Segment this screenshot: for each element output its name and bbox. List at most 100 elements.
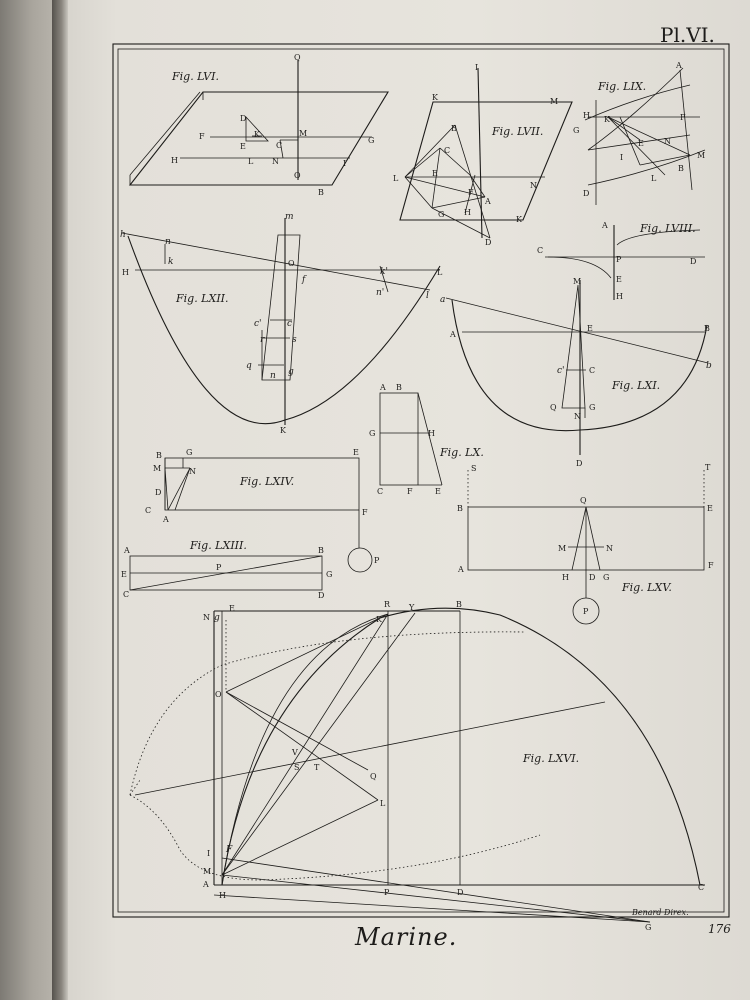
svg-text:D: D	[583, 189, 589, 198]
svg-text:I: I	[343, 159, 346, 168]
svg-text:K: K	[280, 426, 287, 435]
svg-text:H: H	[219, 891, 226, 900]
fig65-caption: Fig. LXV.	[621, 581, 672, 594]
svg-text:E: E	[240, 142, 246, 151]
fig59-caption: Fig. LIX.	[597, 80, 646, 93]
svg-text:G: G	[438, 210, 444, 219]
svg-text:G: G	[369, 429, 375, 438]
svg-text:A: A	[379, 383, 386, 392]
svg-text:I: I	[620, 153, 623, 162]
svg-text:K: K	[432, 93, 439, 102]
svg-text:A: A	[484, 197, 491, 206]
svg-text:Q: Q	[550, 403, 557, 412]
svg-text:E: E	[121, 570, 127, 579]
svg-text:s: s	[292, 335, 297, 345]
svg-text:A: A	[601, 221, 608, 230]
svg-text:F: F	[199, 132, 205, 141]
svg-text:I: I	[207, 849, 210, 858]
svg-text:K: K	[254, 130, 261, 139]
fig64-weight-circle	[347, 547, 373, 573]
svg-text:D: D	[240, 114, 246, 123]
svg-text:L: L	[248, 157, 254, 166]
svg-text:H: H	[464, 208, 471, 217]
svg-text:c: c	[287, 319, 292, 329]
svg-text:K: K	[516, 215, 523, 224]
svg-text:b: b	[706, 361, 712, 371]
svg-text:B: B	[456, 600, 462, 609]
svg-text:H: H	[171, 156, 178, 165]
svg-text:S: S	[471, 464, 476, 473]
svg-text:E: E	[616, 275, 622, 284]
svg-text:H: H	[122, 268, 129, 277]
svg-text:E: E	[587, 324, 593, 333]
svg-text:D: D	[589, 573, 595, 582]
plate-title: Marine.	[354, 923, 457, 951]
svg-text:N: N	[189, 467, 196, 476]
svg-text:L: L	[651, 174, 657, 183]
svg-text:P: P	[616, 255, 622, 264]
svg-text:P: P	[374, 556, 380, 565]
fig56-parallelogram	[128, 91, 389, 186]
fig60-caption: Fig. LX.	[439, 446, 484, 459]
svg-text:N: N	[664, 137, 671, 146]
svg-text:A: A	[675, 61, 682, 70]
svg-text:n': n'	[376, 288, 384, 298]
svg-text:K: K	[376, 615, 383, 624]
svg-text:F: F	[468, 188, 474, 197]
outer-border	[112, 43, 730, 918]
engraver-credit: Benard Direx.	[631, 908, 689, 917]
svg-text:G: G	[573, 126, 579, 135]
svg-text:I: I	[475, 63, 478, 72]
svg-text:B: B	[678, 164, 684, 173]
svg-text:E: E	[229, 604, 235, 613]
svg-text:D: D	[690, 257, 696, 266]
svg-text:V: V	[291, 748, 298, 757]
svg-text:T: T	[314, 763, 320, 772]
svg-text:H: H	[583, 111, 590, 120]
svg-text:g: g	[288, 367, 294, 377]
svg-text:G: G	[368, 136, 374, 145]
svg-text:c': c'	[254, 319, 262, 329]
svg-text:P: P	[216, 563, 222, 572]
svg-text:D: D	[155, 488, 161, 497]
plate-number: Pl.VI.	[660, 23, 715, 47]
svg-text:f: f	[301, 275, 307, 285]
svg-text:C: C	[537, 246, 543, 255]
svg-text:F: F	[362, 508, 368, 517]
svg-text:g: g	[214, 613, 220, 623]
fig63-caption: Fig. LXIII.	[189, 539, 247, 552]
svg-text:k': k'	[380, 267, 388, 277]
svg-text:O: O	[215, 690, 222, 699]
svg-text:k: k	[168, 257, 173, 267]
svg-text:M: M	[153, 464, 161, 473]
svg-text:P: P	[583, 607, 589, 616]
svg-text:B: B	[704, 324, 710, 333]
svg-text:F: F	[708, 561, 714, 570]
inner-border	[117, 48, 725, 913]
svg-text:R: R	[384, 600, 391, 609]
svg-text:M: M	[299, 129, 307, 138]
svg-text:a: a	[440, 295, 445, 305]
svg-text:B: B	[156, 451, 162, 460]
svg-text:D: D	[457, 888, 463, 897]
svg-text:S: S	[294, 763, 299, 772]
svg-text:G: G	[186, 448, 192, 457]
svg-text:C: C	[276, 141, 282, 150]
svg-text:T: T	[705, 463, 711, 472]
fig61-caption: Fig. LXI.	[611, 379, 660, 392]
svg-text:C: C	[589, 366, 595, 375]
svg-text:B: B	[451, 124, 457, 133]
svg-text:N: N	[203, 613, 210, 622]
figure-57: Fig. LVII. IK MB CL EA NG HD FK	[393, 63, 573, 247]
fig62-caption: Fig. LXII.	[175, 292, 229, 305]
svg-text:E: E	[435, 487, 441, 496]
svg-text:Q: Q	[294, 53, 301, 62]
